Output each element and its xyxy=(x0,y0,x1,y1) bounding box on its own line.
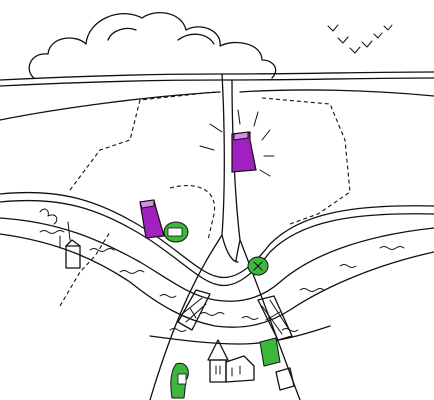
tree-icon xyxy=(170,362,189,399)
cloud-icon xyxy=(28,12,277,79)
birds-icon xyxy=(327,24,393,54)
tree-icon xyxy=(259,337,281,367)
bridge-icon xyxy=(257,295,293,341)
field-boundaries xyxy=(0,89,434,307)
tree-icon xyxy=(247,256,269,276)
factory-icon xyxy=(39,208,81,269)
tower-icon xyxy=(139,199,165,239)
tower-icon xyxy=(199,109,275,177)
bridge-icon xyxy=(177,289,211,331)
horizon-line xyxy=(0,71,434,87)
river xyxy=(0,191,434,345)
church-icon xyxy=(207,339,255,383)
tree-icon xyxy=(163,221,189,243)
house-icon xyxy=(275,367,295,391)
